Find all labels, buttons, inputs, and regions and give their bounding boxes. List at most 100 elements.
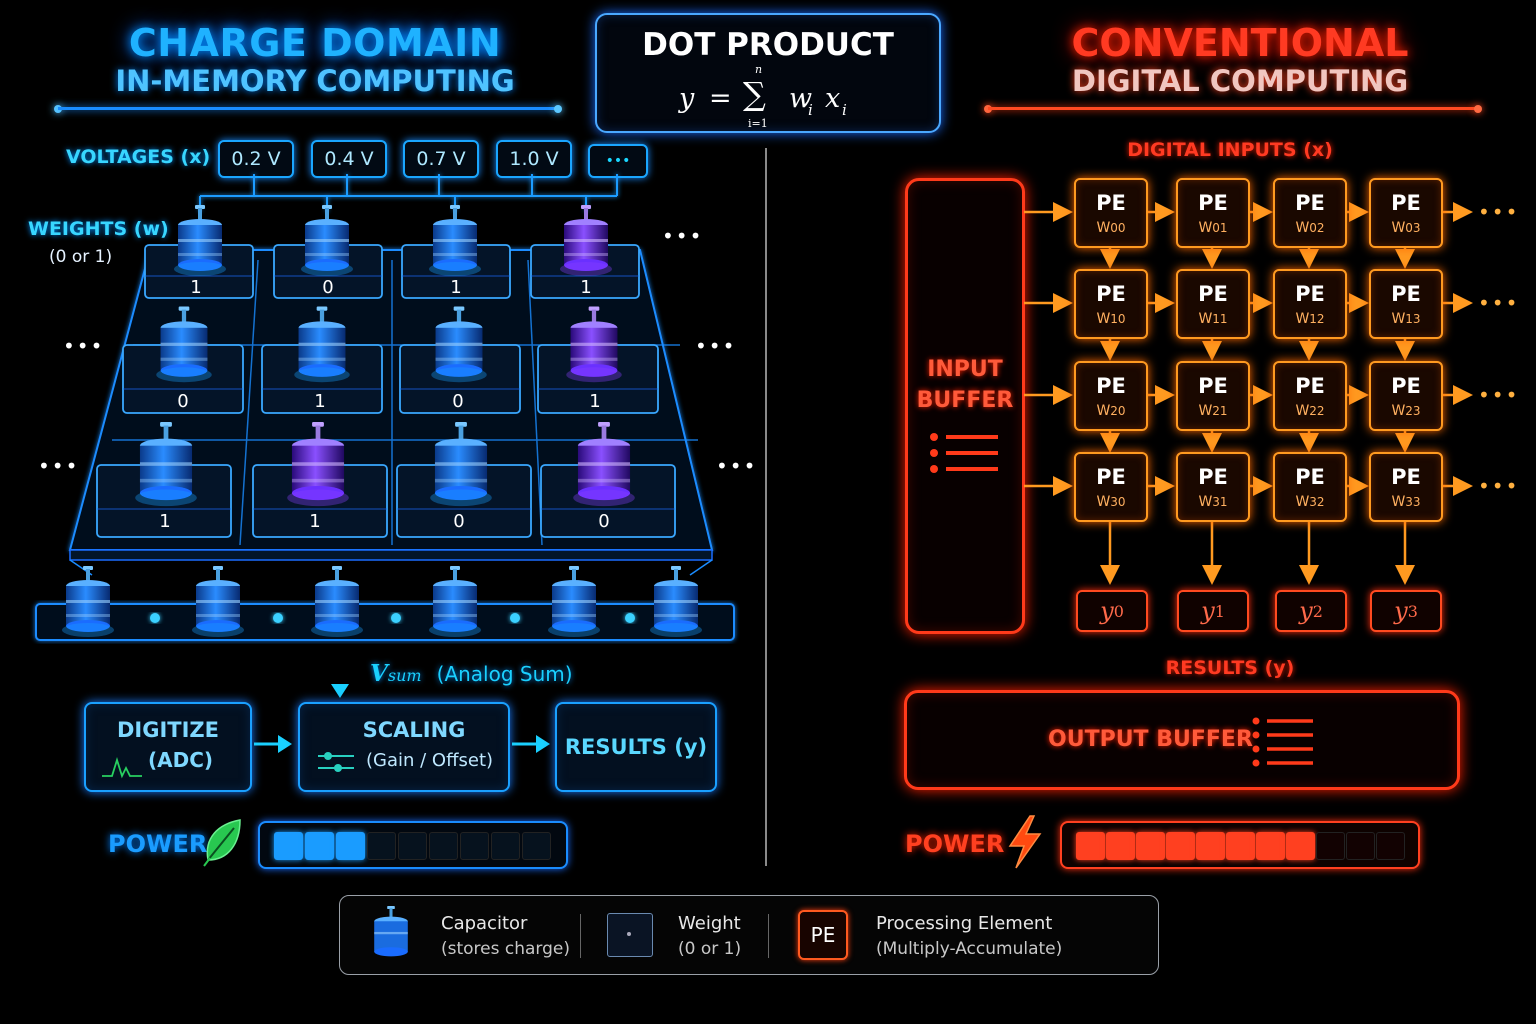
pe-weight-prefix: W: [1096, 403, 1111, 419]
voltage-1: 0.4 V: [311, 140, 387, 178]
pe-weight-index: 31: [1212, 495, 1228, 509]
weight-cell-dot: [627, 932, 631, 936]
waveform-icon: [102, 756, 142, 779]
pe-label: PE: [1096, 282, 1126, 306]
left-subtitle: IN-MEMORY COMPUTING: [115, 64, 515, 98]
center-divider: [765, 148, 767, 866]
pe-weight-prefix: W: [1096, 494, 1111, 510]
right-subtitle: DIGITAL COMPUTING: [1071, 64, 1409, 98]
pe-weight-index: 33: [1405, 495, 1421, 509]
weight-bit: 0: [598, 510, 610, 532]
input-buffer: INPUT BUFFER: [905, 178, 1025, 634]
legend-capacitor-title: Capacitor: [441, 913, 528, 934]
ellipsis: •••: [63, 334, 105, 358]
weight-bit: 0: [452, 390, 464, 412]
power-segment: [491, 832, 520, 860]
weights-label: WEIGHTS (w): [28, 218, 169, 240]
weight-bit: 1: [589, 390, 601, 412]
arrow-icon: [254, 735, 292, 753]
power-segment: [1196, 832, 1225, 860]
legend-weight-sub: (0 or 1): [678, 939, 742, 959]
power-segment: [336, 832, 365, 860]
pe-label: PE: [1391, 191, 1421, 215]
formula-expression: y = n ∑ i=1 w i x i: [679, 63, 879, 130]
voltage-more: •••: [588, 144, 648, 178]
pe-weight-index: 02: [1309, 221, 1325, 235]
pe-weight-index: 30: [1110, 495, 1126, 509]
pe-weight-index: 03: [1405, 221, 1421, 235]
ellipsis: •••: [1478, 200, 1520, 224]
power-segment: [1286, 832, 1315, 860]
pe-weight-prefix: W: [1198, 403, 1213, 419]
power-segment: [1106, 832, 1135, 860]
left-title-line-end: [554, 105, 562, 113]
output-y0-base: y: [1100, 597, 1114, 625]
pe-weight-prefix: W: [1391, 311, 1406, 327]
vsum-symbol: V: [370, 660, 388, 687]
ellipsis: •••: [1478, 474, 1520, 498]
output-buffer: OUTPUT BUFFER: [904, 690, 1460, 790]
charge-array-diagram: [35, 174, 735, 698]
voltage-2: 0.7 V: [403, 140, 479, 178]
output-y1-base: y: [1201, 597, 1215, 625]
results-block-left: RESULTS (y): [555, 702, 717, 792]
power-segment: [1376, 832, 1405, 860]
pe-label: PE: [1295, 374, 1325, 398]
pe-weight-prefix: W: [1198, 494, 1213, 510]
scaling-subtitle: (Gain / Offset): [366, 750, 494, 771]
dot-product-formula-box: DOT PRODUCT y = n ∑ i=1 w i x i: [595, 13, 941, 133]
ellipsis: •••: [1478, 291, 1520, 315]
weight-cell-icon: [607, 913, 653, 957]
input-buffer-line1: INPUT: [927, 357, 1003, 382]
vsum-text: (Analog Sum): [436, 662, 573, 686]
pe-label: PE: [1295, 465, 1325, 489]
pe-weight-prefix: W: [1198, 220, 1213, 236]
weights-sublabel: (0 or 1): [49, 247, 113, 267]
digitize-title: DIGITIZE: [116, 718, 219, 742]
pe-weight-prefix: W: [1295, 494, 1310, 510]
formula-lhs: y: [679, 83, 695, 114]
leaf-icon: [203, 819, 241, 867]
power-segment: [367, 832, 396, 860]
weight-bit: 1: [190, 276, 202, 298]
pe-weight-index: 22: [1309, 404, 1325, 418]
power-segment: [1076, 832, 1105, 860]
power-segment: [1226, 832, 1255, 860]
pe-weight-index: 20: [1110, 404, 1126, 418]
ellipsis: •••: [662, 224, 704, 248]
weight-bit: 1: [314, 390, 326, 412]
ellipsis: •••: [38, 454, 80, 478]
power-segment: [398, 832, 427, 860]
power-segment: [522, 832, 551, 860]
pe-grid-connections: [1024, 202, 1473, 585]
scaling-block: SCALING (Gain / Offset): [298, 702, 510, 792]
pe-weight-prefix: W: [1096, 220, 1111, 236]
legend-divider: [580, 914, 581, 958]
right-title: CONVENTIONAL: [1071, 21, 1409, 65]
left-title: CHARGE DOMAIN: [128, 21, 502, 65]
pe-weight-index: 12: [1309, 312, 1325, 326]
pe-weight-prefix: W: [1295, 311, 1310, 327]
power-segment: [1316, 832, 1345, 860]
digitize-subtitle: (ADC): [148, 748, 214, 772]
power-label-right: POWER: [905, 830, 1005, 858]
capacitor-icon: [374, 906, 408, 957]
pe-label: PE: [1096, 465, 1126, 489]
weight-bit: 1: [580, 276, 592, 298]
pe-weight-prefix: W: [1198, 311, 1213, 327]
